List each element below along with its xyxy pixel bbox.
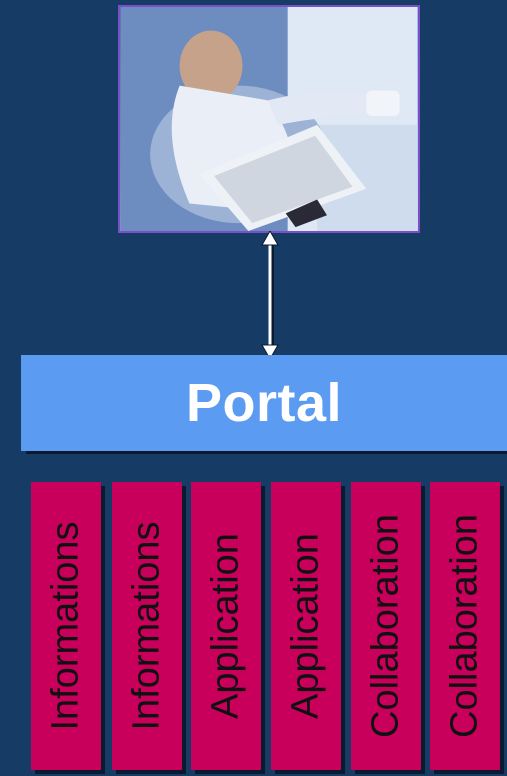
column-label: Informations bbox=[44, 521, 87, 731]
user-photo bbox=[118, 5, 420, 233]
column-informations-2: Informations bbox=[112, 482, 182, 770]
user-at-computer-illustration bbox=[120, 7, 418, 231]
column-label: Application bbox=[204, 533, 247, 719]
column-label: Informations bbox=[125, 521, 168, 731]
column-collaboration-2: Collaboration bbox=[430, 482, 500, 770]
column-informations-1: Informations bbox=[31, 482, 101, 770]
column-collaboration-1: Collaboration bbox=[351, 482, 421, 770]
column-label: Application bbox=[284, 533, 327, 719]
column-label: Collaboration bbox=[364, 514, 407, 738]
column-application-1: Application bbox=[191, 482, 261, 770]
column-label: Collaboration bbox=[443, 514, 486, 738]
portal-label: Portal bbox=[185, 373, 343, 433]
column-application-2: Application bbox=[271, 482, 341, 770]
portal-box: Portal bbox=[21, 355, 507, 451]
double-arrow-icon bbox=[261, 231, 279, 361]
